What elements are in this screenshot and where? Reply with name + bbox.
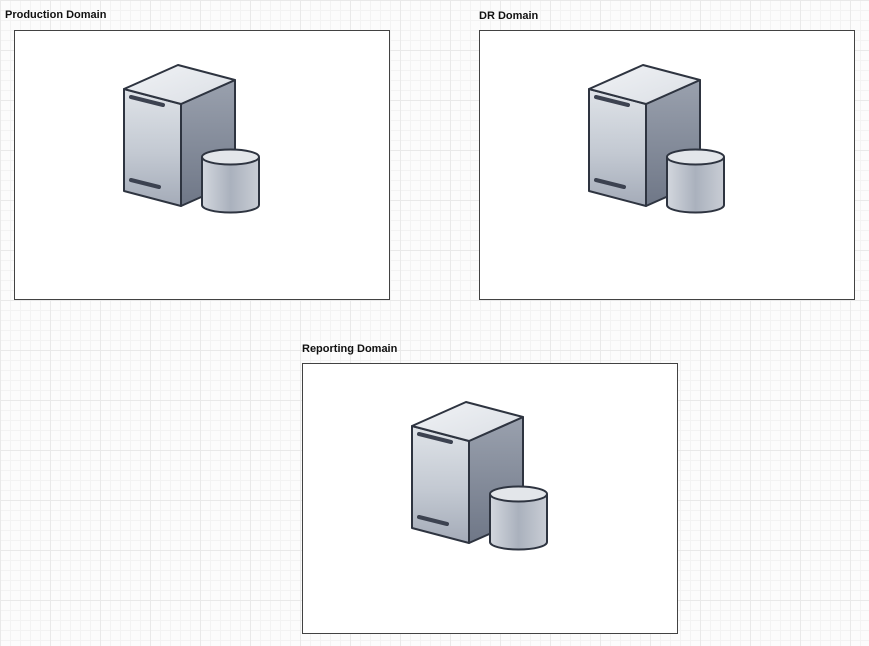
container-dr-domain[interactable] <box>479 30 855 300</box>
database-server-icon[interactable] <box>586 64 726 216</box>
database-server-icon[interactable] <box>409 401 549 553</box>
database-server-icon[interactable] <box>121 64 261 216</box>
container-label-reporting: Reporting Domain <box>302 343 398 355</box>
database-server-icon-svg <box>123 64 260 214</box>
container-reporting-domain[interactable] <box>302 363 678 634</box>
container-label-production: Production Domain <box>5 9 107 21</box>
database-server-icon-svg <box>588 64 725 214</box>
container-production-domain[interactable] <box>14 30 390 300</box>
container-label-dr: DR Domain <box>479 10 539 22</box>
database-server-icon-svg <box>411 401 548 551</box>
